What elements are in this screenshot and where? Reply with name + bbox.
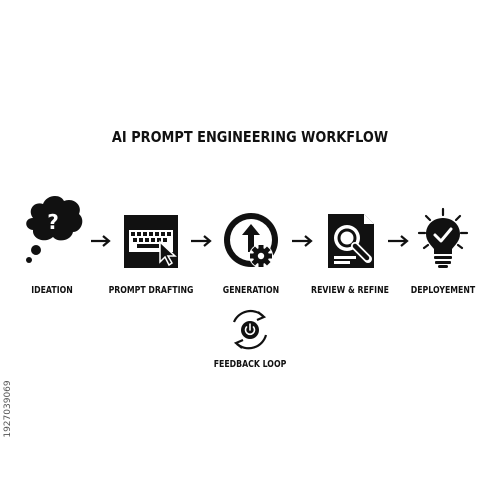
arrow-right-icon: [388, 235, 409, 247]
step-label-review-refine: REVIEW & REFINE: [311, 285, 389, 296]
lightbulb-check-icon: [417, 207, 469, 268]
stock-id-text: 1927039069: [3, 380, 13, 438]
upload-gear-icon: [224, 213, 278, 268]
svg-text:?: ?: [47, 210, 59, 234]
arrow-right-icon: [292, 235, 313, 247]
feedback-loop-label: FEEDBACK LOOP: [213, 359, 287, 370]
page-title: AI PROMPT ENGINEERING WORKFLOW: [111, 128, 389, 146]
arrow-right-icon: [191, 235, 212, 247]
step-label-prompt-drafting: PROMPT DRAFTING: [108, 285, 194, 296]
step-label-generation: GENERATION: [222, 285, 280, 296]
keyboard-cursor-icon: [124, 215, 178, 268]
document-magnifier-icon: [328, 214, 374, 268]
arrow-right-icon: [91, 235, 111, 247]
cycle-power-icon: [232, 309, 268, 350]
thought-bubble-question-icon: ?: [26, 195, 83, 263]
step-label-ideation: IDEATION: [31, 285, 73, 296]
step-label-deployement: DEPLOYEMENT: [410, 285, 476, 296]
